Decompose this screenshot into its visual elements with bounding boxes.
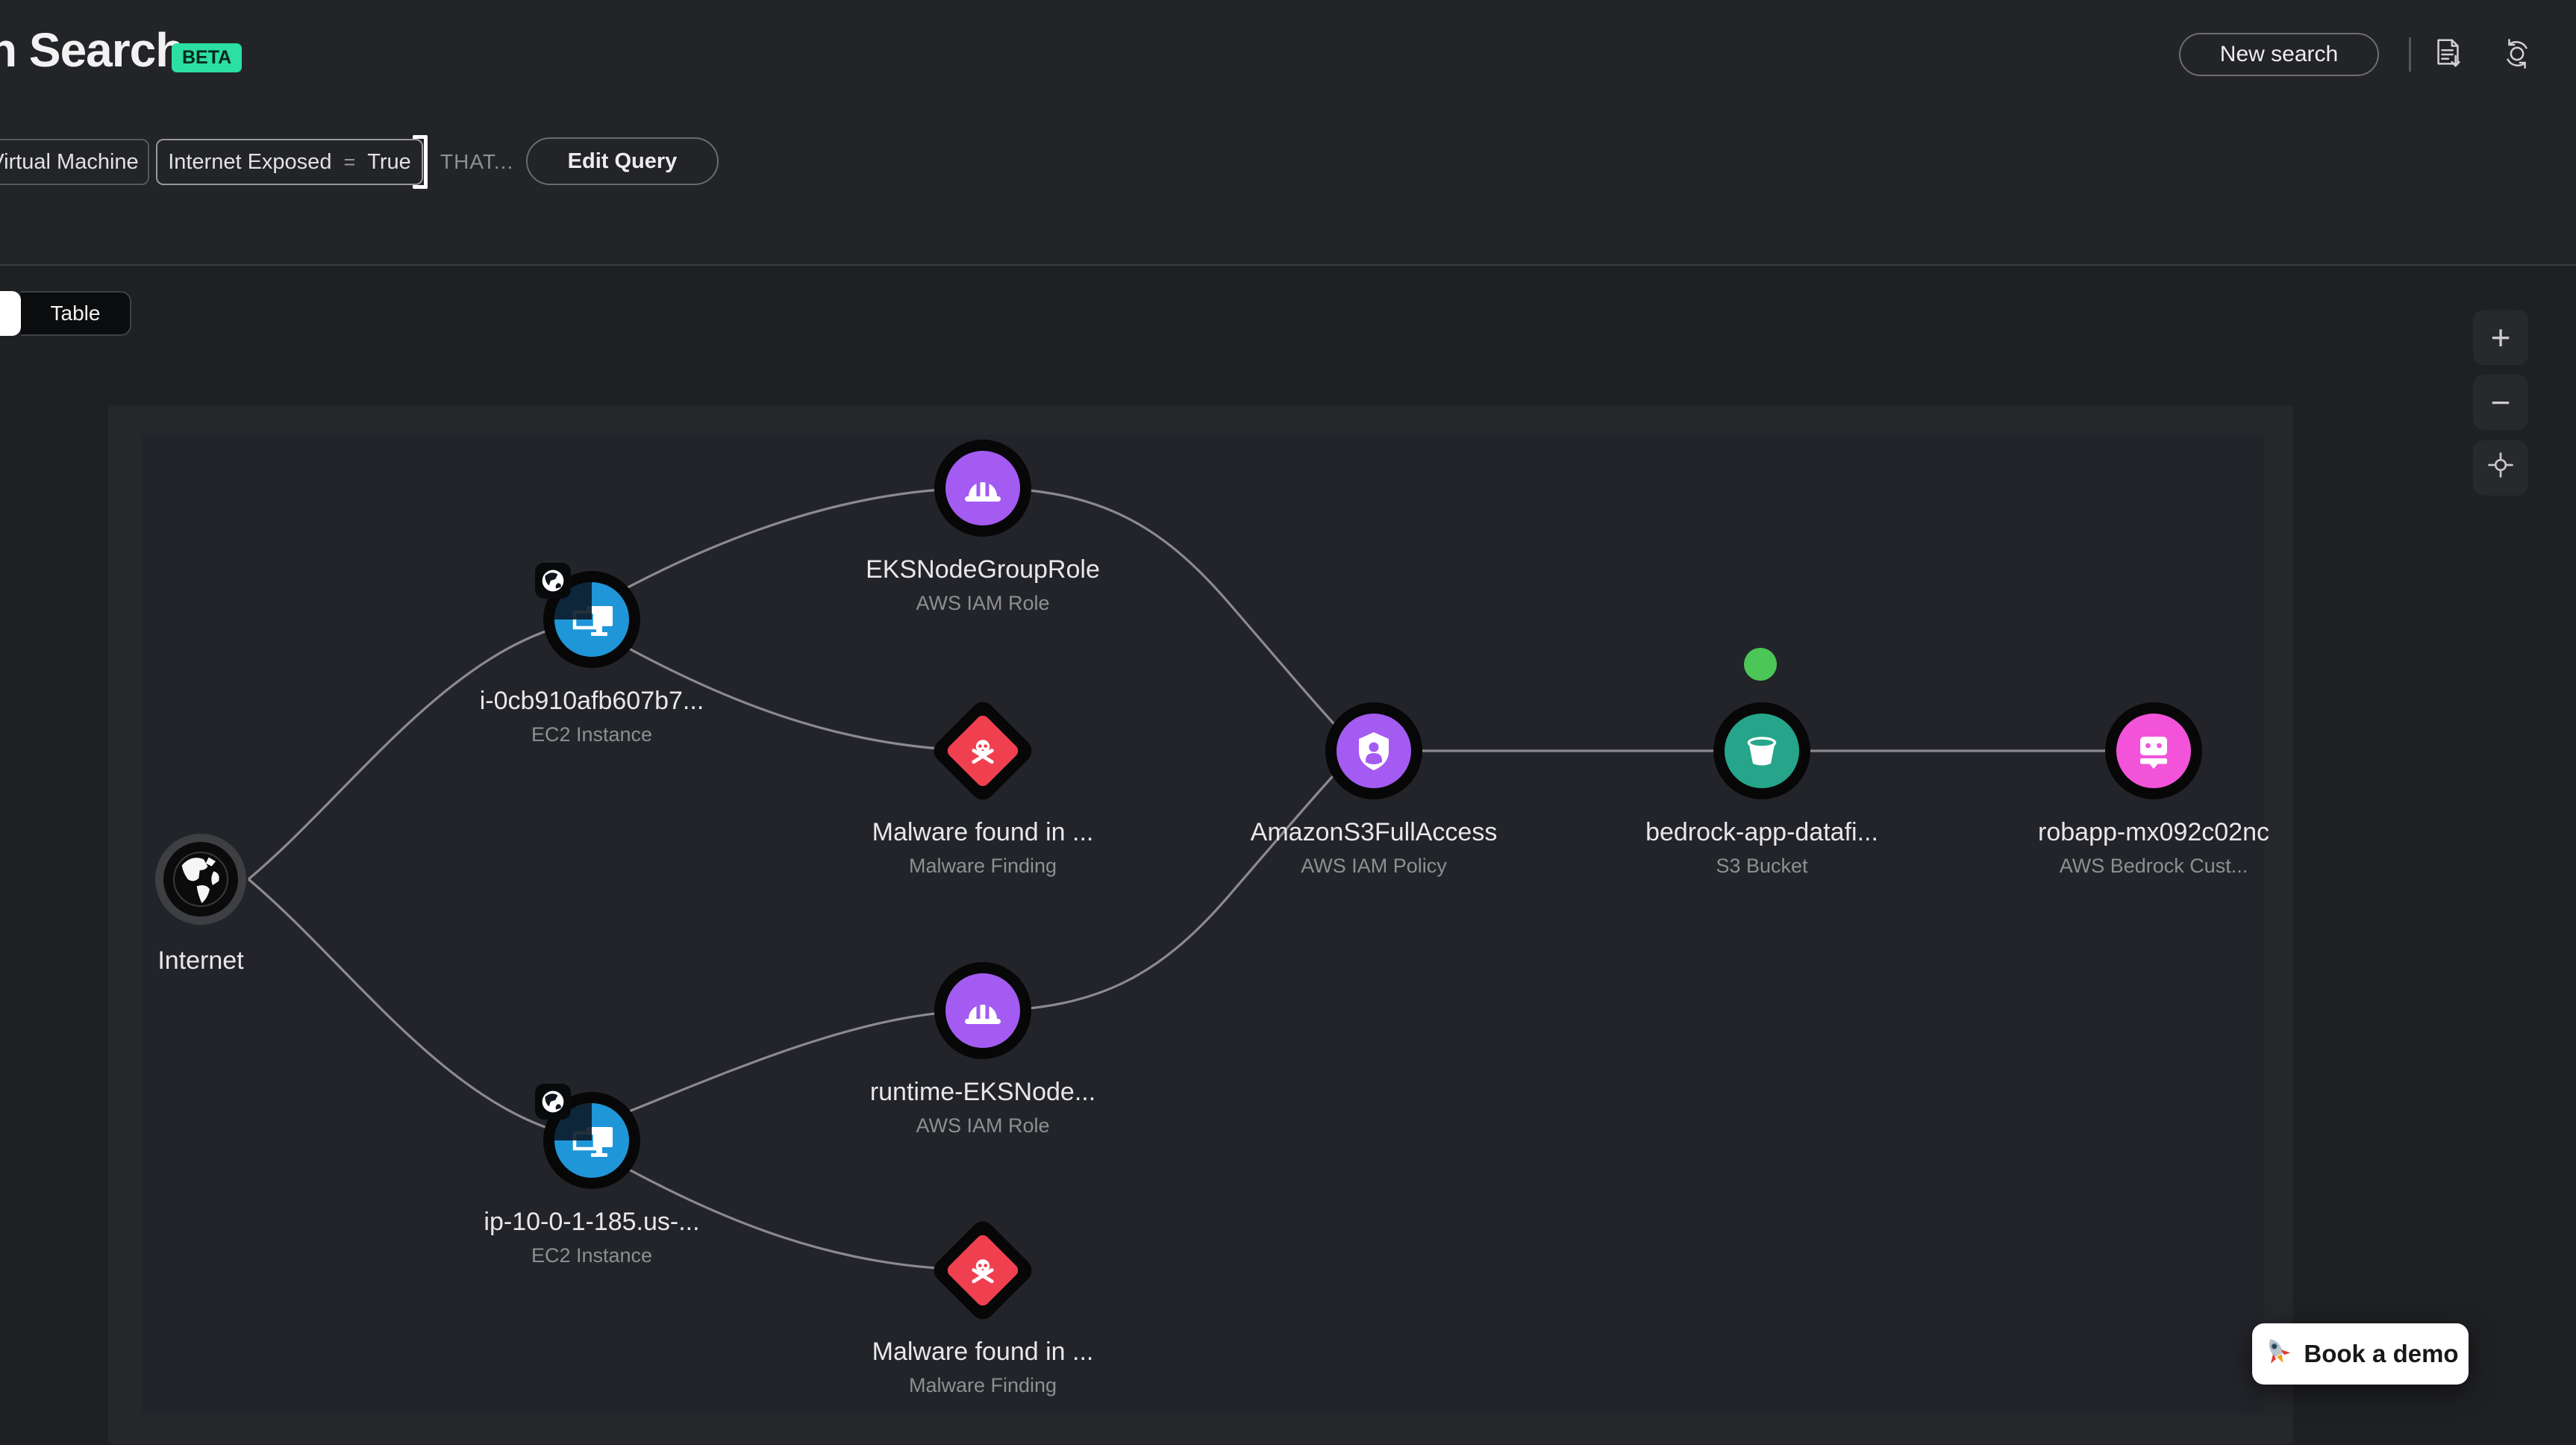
- robot-icon: [2116, 714, 2191, 788]
- view-toggle-graph-selected[interactable]: [0, 291, 21, 336]
- graph-node-iam-policy[interactable]: [1314, 691, 1434, 811]
- skull-icon: [923, 691, 1042, 811]
- book-demo-button[interactable]: Book a demo: [2252, 1323, 2469, 1385]
- graph-node-s3-bucket[interactable]: [1702, 691, 1822, 811]
- document-download-icon: [2431, 37, 2466, 73]
- internet-exposed-badge: [535, 1084, 571, 1120]
- bucket-icon: [1725, 714, 1799, 788]
- sync-icon: [2500, 37, 2534, 73]
- internet-exposed-badge: [535, 563, 571, 599]
- sync-button[interactable]: [2494, 31, 2540, 78]
- graph-node-bedrock[interactable]: [2094, 691, 2213, 811]
- book-demo-label: Book a demo: [2304, 1340, 2459, 1367]
- globe-icon: [163, 842, 238, 917]
- zoom-fit-button[interactable]: [2473, 440, 2528, 496]
- new-search-button[interactable]: New search: [2179, 33, 2379, 76]
- graph-panel-inner[interactable]: [142, 434, 2265, 1414]
- text-cursor-bracket: [413, 135, 428, 189]
- graph-node-runtime-role[interactable]: [923, 951, 1042, 1070]
- zoom-out-button[interactable]: −: [2473, 375, 2528, 430]
- header-divider: [2409, 37, 2411, 72]
- table-toggle-label: Table: [50, 302, 101, 325]
- query-chip-internet-exposed[interactable]: Internet Exposed = True: [156, 135, 428, 189]
- page-title: n Search: [0, 23, 184, 77]
- export-results-button[interactable]: [2425, 31, 2472, 78]
- shield-user-icon: [1337, 714, 1411, 788]
- rocket-icon: [2262, 1336, 2292, 1372]
- graph-node-malware-1[interactable]: [923, 691, 1042, 811]
- chip-field: Internet Exposed: [168, 149, 332, 174]
- graph-node-internet[interactable]: [141, 820, 260, 939]
- chip-label: Virtual Machine: [0, 149, 139, 174]
- query-chip-virtual-machine[interactable]: Virtual Machine: [0, 139, 149, 185]
- chip-value: True: [367, 149, 411, 174]
- hardhat-icon: [945, 451, 1020, 525]
- beta-badge: BETA: [172, 43, 243, 72]
- chip-operator: =: [343, 150, 356, 173]
- status-dot: [1744, 648, 1777, 681]
- graph-node-eks-role[interactable]: [923, 428, 1042, 548]
- header: n Search BETA New search Virtual Machine: [0, 0, 2576, 266]
- crosshair-icon: [2486, 448, 2516, 488]
- graph-node-ec2-2[interactable]: [532, 1081, 651, 1200]
- graph-node-ec2-1[interactable]: [532, 560, 651, 679]
- view-toggle-table[interactable]: Table: [21, 291, 131, 336]
- query-connector-label: THAT...: [440, 150, 514, 173]
- graph-node-malware-2[interactable]: [923, 1211, 1042, 1330]
- zoom-in-button[interactable]: +: [2473, 310, 2528, 365]
- skull-icon: [923, 1211, 1042, 1330]
- edit-query-button[interactable]: Edit Query: [526, 137, 719, 185]
- hardhat-icon: [945, 973, 1020, 1048]
